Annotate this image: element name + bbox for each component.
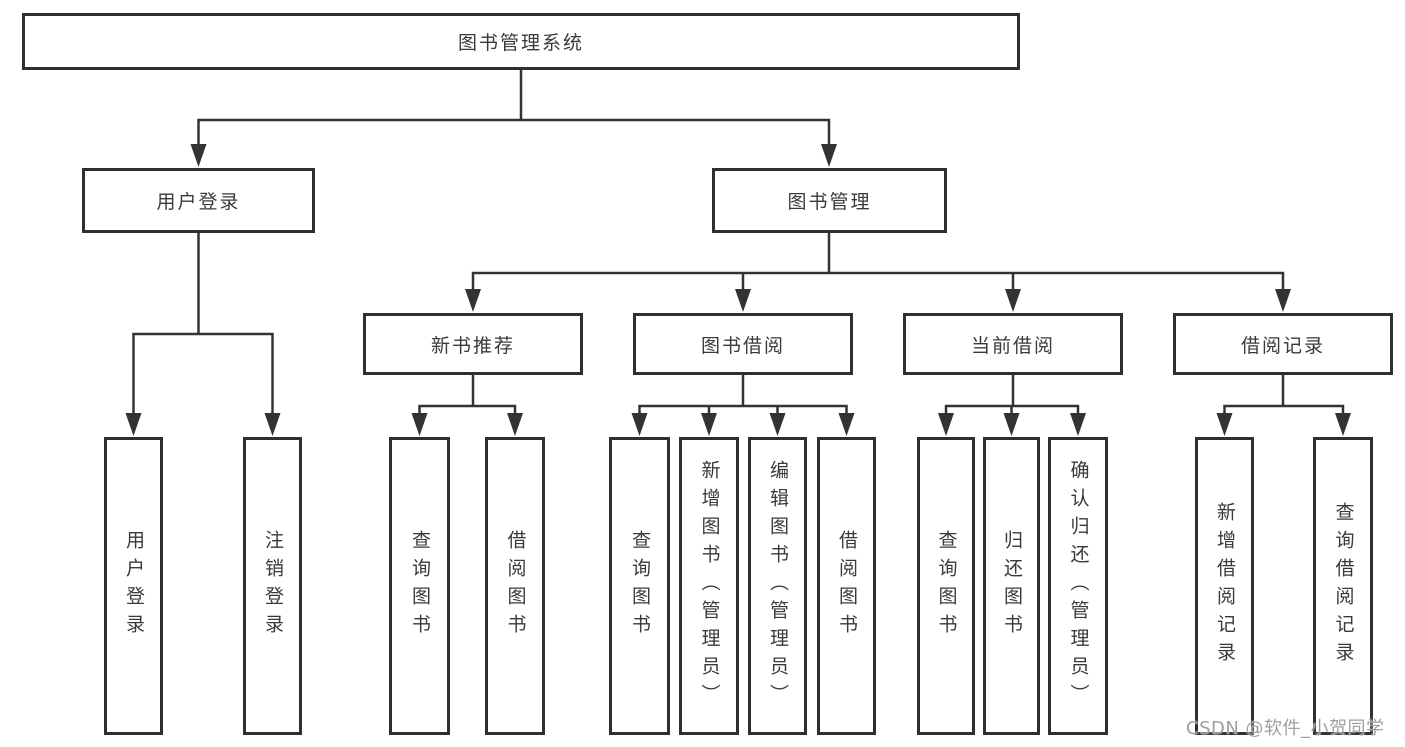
leaf-borrow-books-borrowing: 借阅图书 (817, 437, 876, 735)
leaf-return-book: 归还图书 (983, 437, 1040, 735)
leaf-add-borrow-record: 新增借阅记录 (1195, 437, 1254, 735)
leaf-logout: 注销登录 (243, 437, 302, 735)
leaf-query-borrow-record: 查询借阅记录 (1313, 437, 1373, 735)
node-root: 图书管理系统 (22, 13, 1020, 70)
leaf-edit-book-admin: 编辑图书（管理员） (748, 437, 807, 735)
leaf-add-book-admin: 新增图书（管理员） (679, 437, 739, 735)
leaf-query-books-current: 查询图书 (917, 437, 975, 735)
node-book-management: 图书管理 (712, 168, 947, 233)
node-current-borrowing: 当前借阅 (903, 313, 1123, 375)
node-user-login: 用户登录 (82, 168, 315, 233)
leaf-query-books-recommend: 查询图书 (389, 437, 450, 735)
leaf-user-login: 用户登录 (104, 437, 163, 735)
node-book-borrowing: 图书借阅 (633, 313, 853, 375)
leaf-borrow-books-recommend: 借阅图书 (485, 437, 545, 735)
node-borrowing-records: 借阅记录 (1173, 313, 1393, 375)
leaf-query-books-borrowing: 查询图书 (609, 437, 670, 735)
leaf-confirm-return-admin: 确认归还（管理员） (1048, 437, 1108, 735)
node-new-book-recommend: 新书推荐 (363, 313, 583, 375)
watermark: CSDN @软件_小贺同学 (1186, 718, 1385, 739)
